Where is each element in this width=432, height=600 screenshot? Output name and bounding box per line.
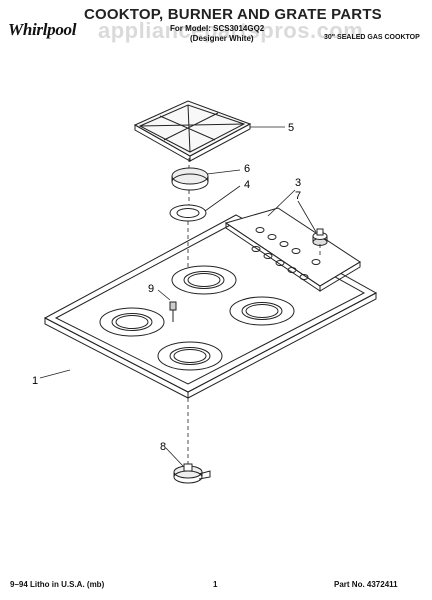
footer-page-number: 1 <box>213 580 218 589</box>
orifice-holder-part <box>173 463 211 484</box>
callout-8: 8 <box>160 441 166 453</box>
grate-part <box>133 100 252 162</box>
burner-cap-part <box>171 167 209 191</box>
callout-7: 7 <box>295 190 301 202</box>
cooktop-part <box>43 207 378 399</box>
product-description: 30" SEALED GAS COOKTOP <box>324 34 420 41</box>
burner-base-part <box>169 204 207 222</box>
callout-6: 6 <box>244 163 250 175</box>
footer-litho: 9–94 Litho in U.S.A. (mb) <box>10 580 105 589</box>
callout-1: 1 <box>32 375 38 387</box>
callout-5: 5 <box>288 122 294 134</box>
footer-part-number: Part No. 4372411 <box>334 580 398 589</box>
callout-9: 9 <box>148 283 154 295</box>
model-number: For Model: SCS3014GQ2 <box>170 24 265 33</box>
callout-3: 3 <box>295 177 301 189</box>
knob-part <box>312 228 328 246</box>
callout-4: 4 <box>244 179 250 191</box>
igniter-part <box>169 301 177 322</box>
model-color: (Designer White) <box>190 34 254 43</box>
watermark: appliancepartspros.com <box>98 18 364 43</box>
page-title: COOKTOP, BURNER AND GRATE PARTS <box>84 6 382 23</box>
brand-logo: Whirlpool <box>8 20 77 39</box>
